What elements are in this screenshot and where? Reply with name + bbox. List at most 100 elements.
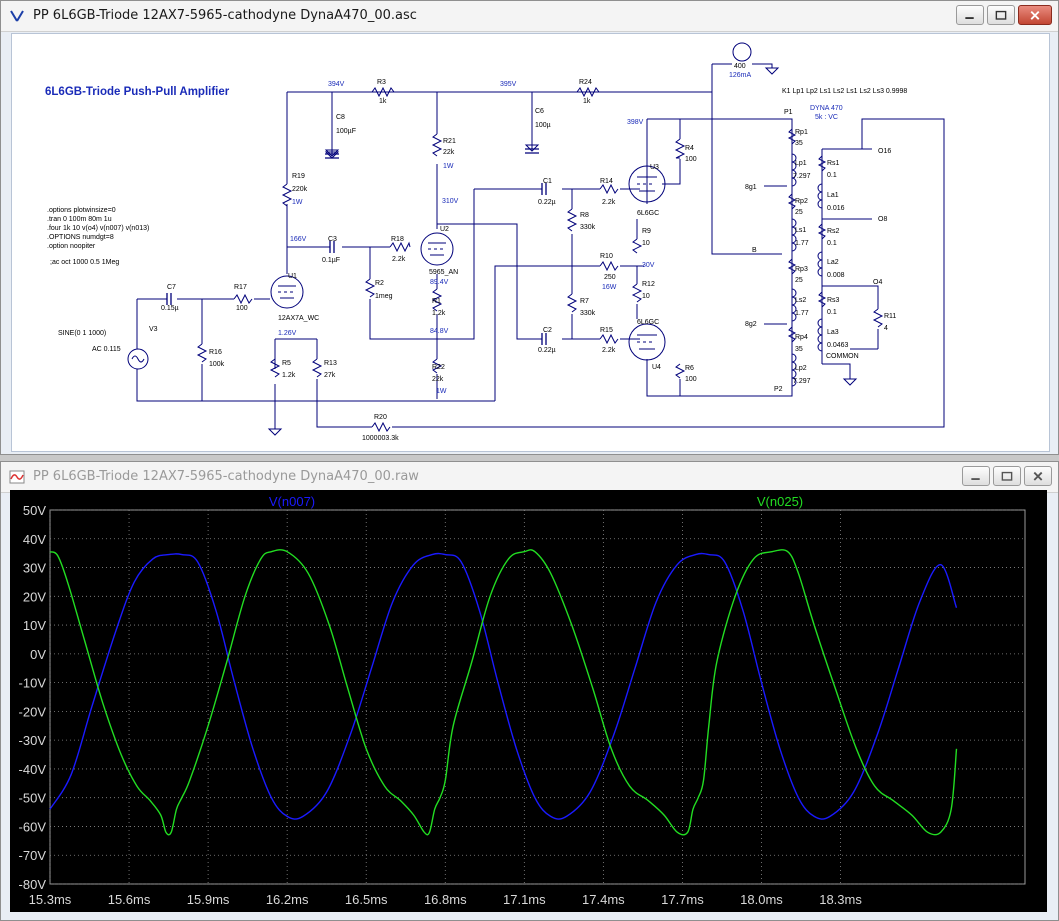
x-tick-label: 15.9ms (187, 892, 230, 907)
v3-ac: AC 0.115 (92, 346, 121, 353)
r17-label: R17 (234, 284, 247, 291)
schematic-drawing: 6L6GB-Triode Push-Pull Amplifier .option… (45, 42, 945, 442)
rs2-label: Rs2 (827, 228, 840, 235)
legend-vn007[interactable]: V(n007) (269, 494, 315, 509)
minimize-button[interactable] (956, 5, 984, 25)
rp4-value: 35 (795, 346, 803, 353)
r3-label: R3 (377, 79, 386, 86)
y-tick-label: 40V (23, 532, 46, 547)
schematic-titlebar[interactable]: PP 6L6GB-Triode 12AX7-5965-cathodyne Dyn… (1, 1, 1058, 32)
minimize-icon (971, 478, 980, 480)
r24-label: R24 (579, 79, 592, 86)
y-tick-label: -60V (19, 819, 47, 834)
node-394v: 394V (328, 81, 345, 88)
o8-label: O8 (878, 216, 887, 223)
waveform-minimize-button[interactable] (962, 466, 990, 486)
y-tick-label: 10V (23, 618, 46, 633)
directive-2: .tran 0 100m 80m 1u (47, 216, 112, 223)
r14-value: 2.2k (602, 199, 616, 206)
plot-grid (49, 509, 1026, 885)
x-tick-label: 17.7ms (661, 892, 704, 907)
waveform-titlebar[interactable]: PP 6L6GB-Triode 12AX7-5965-cathodyne Dyn… (1, 462, 1058, 493)
r18-value: 2.2k (392, 256, 406, 263)
y-tick-label: -70V (19, 848, 47, 863)
rs3-label: Rs3 (827, 297, 840, 304)
r8-value: 330k (580, 224, 596, 231)
directive-5: .option noopiter (47, 243, 96, 250)
lp1-label: Lp1 (795, 160, 807, 167)
r10-value: 250 (604, 274, 616, 281)
r20-label: R20 (374, 414, 387, 421)
c2-label: C2 (543, 327, 552, 334)
r1-value: 1.2k (432, 310, 446, 317)
o16-label: O16 (878, 148, 891, 155)
rp1-value: 35 (795, 140, 803, 147)
lp2-label: Lp2 (795, 365, 807, 372)
rs1-value: 0.1 (827, 172, 837, 179)
r3-value: 1k (379, 98, 387, 105)
rp1-label: Rp1 (795, 129, 808, 136)
waveform-chart[interactable]: 50V40V30V20V10V0V-10V-20V-30V-40V-50V-60… (10, 490, 1047, 912)
x-tick-label: 18.0ms (740, 892, 783, 907)
lp1-value: 7.297 (793, 173, 811, 180)
r19-label: R19 (292, 173, 305, 180)
c1-value: 0.22µ (538, 199, 556, 206)
r20-value: 1000003.3k (362, 435, 399, 442)
legend-vn025[interactable]: V(n025) (757, 494, 803, 509)
schematic-canvas[interactable]: 6L6GB-Triode Push-Pull Amplifier .option… (11, 33, 1050, 452)
r19-value: 220k (292, 186, 308, 193)
ground-icons (267, 67, 858, 436)
y-tick-label: -10V (19, 676, 47, 691)
directive-6: ;ac oct 1000 0.5 1Meg (50, 259, 119, 266)
r5-value: 1.2k (282, 372, 296, 379)
power-r22: 1W (436, 388, 447, 395)
schematic-tubes (127, 42, 752, 370)
transformer-name: DYNA 470 (810, 105, 843, 112)
restore-icon (1001, 471, 1013, 481)
waveform-restore-button[interactable] (993, 466, 1021, 486)
r14-label: R14 (600, 178, 613, 185)
waveform-window-title: PP 6L6GB-Triode 12AX7-5965-cathodyne Dyn… (33, 469, 419, 484)
v3-label: V3 (149, 326, 158, 333)
r2-value: 1meg (375, 293, 393, 300)
power-r10: 16W (602, 284, 617, 291)
la3-value: 0.0463 (827, 342, 849, 349)
node-89v: 89.4V (430, 279, 449, 286)
schematic-window-title: PP 6L6GB-Triode 12AX7-5965-cathodyne Dyn… (33, 8, 417, 23)
ltspice-schematic-icon (10, 10, 24, 22)
rp3-label: Rp3 (795, 266, 808, 273)
r5-label: R5 (282, 360, 291, 367)
x-tick-label: 15.6ms (108, 892, 151, 907)
r12-label: R12 (642, 281, 655, 288)
transformer-ratio: 5k : VC (815, 114, 838, 121)
plot-tick-labels: 50V40V30V20V10V0V-10V-20V-30V-40V-50V-60… (19, 503, 863, 907)
series-line-vn007 (49, 552, 958, 820)
directive-3: .four 1k 10 v(o4) v(n007) v(n013) (47, 225, 149, 232)
rs2-value: 0.1 (827, 240, 837, 247)
y-tick-label: 30V (23, 561, 46, 576)
r15-value: 2.2k (602, 347, 616, 354)
c6-value: 100µ (535, 122, 551, 129)
node-395v: 395V (500, 81, 517, 88)
y-tick-label: -40V (19, 762, 47, 777)
r16-value: 100k (209, 361, 225, 368)
r13-label: R13 (324, 360, 337, 367)
r8-label: R8 (580, 212, 589, 219)
r21-label: R21 (443, 138, 456, 145)
restore-button[interactable] (987, 5, 1015, 25)
g1-label: 8g1 (745, 184, 757, 191)
x-tick-label: 16.5ms (345, 892, 388, 907)
schematic-labels: 6L6GB-Triode Push-Pull Amplifier .option… (45, 63, 907, 442)
b-label: B (752, 247, 757, 254)
r24-value: 1k (583, 98, 591, 105)
common-label: COMMON (826, 353, 859, 360)
restore-icon (995, 10, 1007, 20)
rp4-label: Rp4 (795, 334, 808, 341)
waveform-close-button[interactable] (1024, 466, 1052, 486)
c2-value: 0.22µ (538, 347, 556, 354)
c7-value: 0.15µ (161, 305, 179, 312)
v1-value: 400 (734, 63, 746, 70)
close-button[interactable] (1018, 5, 1052, 25)
la2-label: La2 (827, 259, 839, 266)
